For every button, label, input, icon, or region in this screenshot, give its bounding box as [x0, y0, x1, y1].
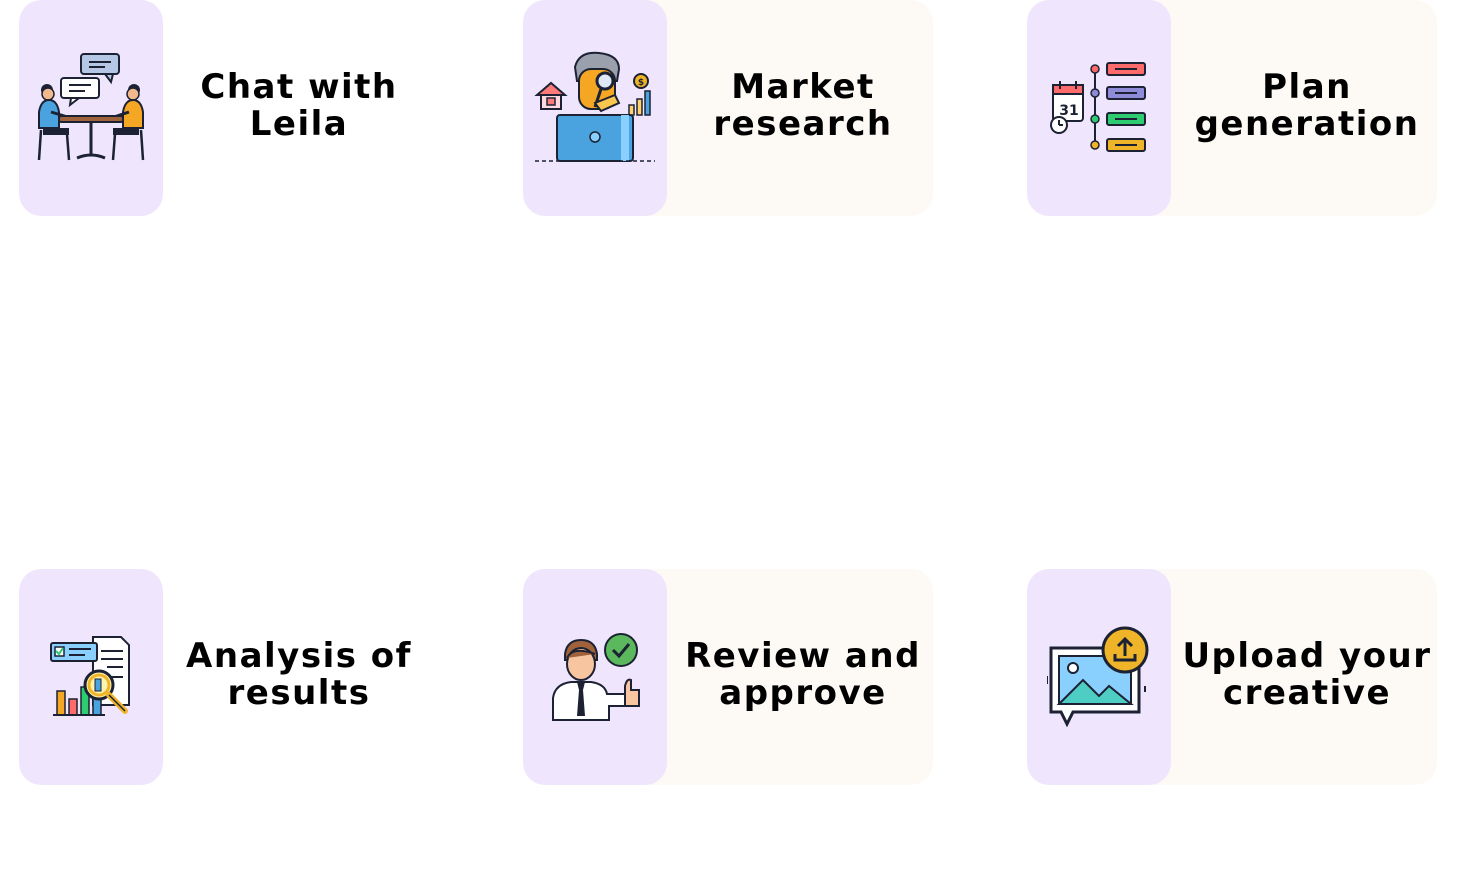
timeline-plan-icon: 31: [1050, 62, 1146, 152]
card-market-research[interactable]: $ Market research: [523, 0, 933, 216]
card-title: Upload your creative: [1182, 636, 1432, 713]
approval-person-icon: [552, 633, 640, 721]
card-title: Market research: [713, 67, 893, 144]
icon-tile: [19, 0, 163, 216]
card-upload-your-creative[interactable]: Upload your creative: [1027, 569, 1437, 785]
card-chat-with-leila[interactable]: Chat with Leila: [19, 0, 429, 216]
svg-text:$: $: [638, 78, 644, 88]
market-research-icon: $: [534, 51, 655, 162]
meeting-chat-icon: [37, 53, 145, 161]
icon-tile: $: [523, 0, 667, 216]
card-title: Plan generation: [1194, 67, 1420, 144]
card-title: Analysis of results: [186, 636, 412, 713]
card-title: Review and approve: [685, 636, 921, 713]
card-analysis-of-results[interactable]: Analysis of results: [19, 569, 429, 785]
icon-tile: [1027, 569, 1171, 785]
icon-tile: [19, 569, 163, 785]
icon-tile: [523, 569, 667, 785]
image-upload-icon: [1047, 626, 1149, 728]
card-title: Chat with Leila: [200, 67, 398, 144]
icon-tile: 31: [1027, 0, 1171, 216]
analysis-magnifier-icon: [50, 636, 130, 716]
card-plan-generation[interactable]: 31 Plan generation: [1027, 0, 1437, 216]
card-review-and-approve[interactable]: Review and approve: [523, 569, 933, 785]
svg-text:31: 31: [1059, 103, 1078, 119]
